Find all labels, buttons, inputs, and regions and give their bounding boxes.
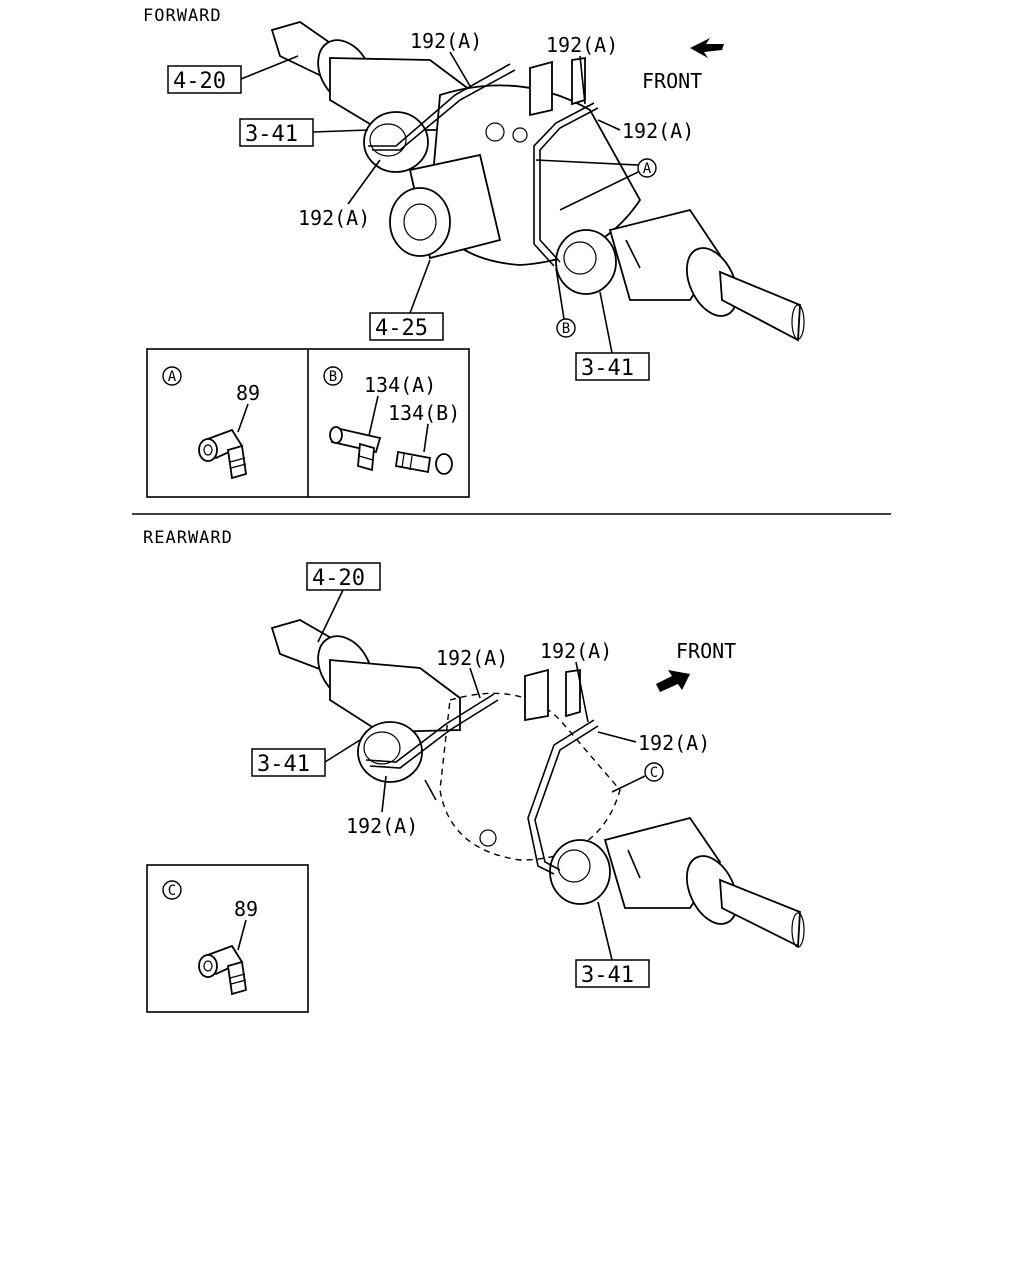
detail-a: A 89 [162, 366, 260, 480]
rear-callout-4-20: 4-20 [312, 566, 365, 591]
ref-a-letter: A [643, 161, 652, 177]
ref-circle-b [556, 318, 576, 338]
connector-fitting-icon [394, 450, 453, 475]
part-89: 89 [236, 381, 260, 405]
front-arrow-icon [690, 38, 724, 58]
detail-c: C 89 [162, 880, 258, 996]
rearward-title: REARWARD [143, 528, 233, 548]
callout-4-25-box [369, 312, 444, 341]
forward-axle-drawing [270, 21, 805, 342]
tee-fitting-icon [329, 426, 382, 472]
pipe-label-192a: 192(A) [298, 206, 370, 230]
detail-b-letter: B [329, 369, 337, 385]
ref-circle-a [637, 158, 657, 178]
callout-4-20: 4-20 [173, 69, 226, 94]
forward-title: FORWARD [143, 6, 222, 26]
elbow-fitting-icon [198, 428, 248, 480]
pipe-label-192a: 192(A) [622, 119, 694, 143]
detail-b: B 134(A) 134(B) [323, 366, 460, 475]
rearward-axle-drawing [270, 619, 805, 948]
callout-4-20-box [167, 65, 242, 94]
callout-3-41-box [575, 352, 650, 381]
part-89: 89 [234, 897, 258, 921]
rear-callout-3-41-right: 3-41 [581, 963, 634, 988]
pipe-label-192a: 192(A) [546, 33, 618, 57]
callout-4-25: 4-25 [375, 316, 428, 341]
ref-circle-c [644, 762, 664, 782]
pipe-label-192a: 192(A) [410, 29, 482, 53]
pipe-label-192a: 192(A) [638, 731, 710, 755]
callout-3-41-box [239, 118, 314, 147]
detail-a-letter: A [168, 369, 177, 385]
detail-box-c [146, 864, 309, 1013]
ref-c-letter: C [650, 765, 658, 781]
forward-front-label: FRONT [642, 69, 702, 93]
pipe-label-192a: 192(A) [346, 814, 418, 838]
rear-callout-3-41-left: 3-41 [257, 752, 310, 777]
rearward-front-label: FRONT [676, 639, 736, 663]
elbow-fitting-icon [198, 944, 248, 996]
callout-4-20-box [306, 562, 381, 591]
callout-3-41-box [575, 959, 650, 988]
callout-3-41-right: 3-41 [581, 356, 634, 381]
front-arrow-icon [656, 670, 690, 692]
pipe-label-192a: 192(A) [436, 646, 508, 670]
ref-b-letter: B [562, 321, 570, 337]
pipe-label-192a: 192(A) [540, 639, 612, 663]
part-134a: 134(A) [364, 373, 436, 397]
detail-c-letter: C [168, 883, 176, 899]
callout-3-41-box [251, 748, 326, 777]
callout-3-41-left: 3-41 [245, 122, 298, 147]
part-134b: 134(B) [388, 401, 460, 425]
